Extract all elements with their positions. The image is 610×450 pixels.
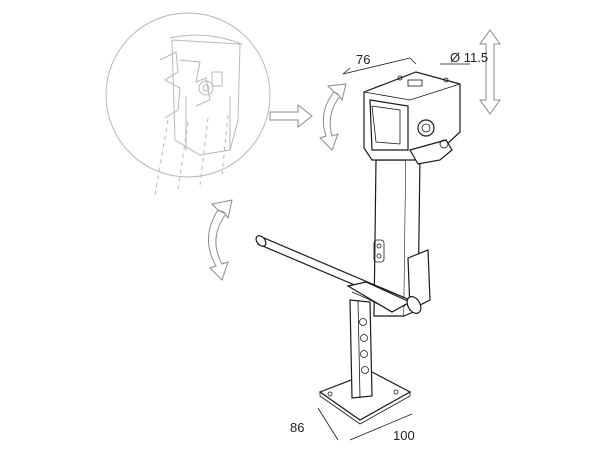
bolt-diameter-label: Ø 11.5 (450, 50, 488, 65)
base-width-label: 100 (393, 428, 415, 443)
crank-handle (255, 235, 422, 314)
vertical-double-arrow-icon (479, 29, 501, 115)
head-bracket (363, 71, 461, 165)
rotate-arrow-icon (319, 83, 347, 151)
right-arrow-icon (269, 103, 313, 129)
top-width-label: 76 (356, 52, 370, 67)
rotate-arrow-icon (208, 199, 233, 281)
detail-magnifier (105, 12, 271, 196)
base-depth-label: 86 (290, 420, 304, 435)
inner-tube (349, 299, 373, 399)
dimension-lines (317, 57, 470, 441)
side-bracket (407, 249, 431, 311)
